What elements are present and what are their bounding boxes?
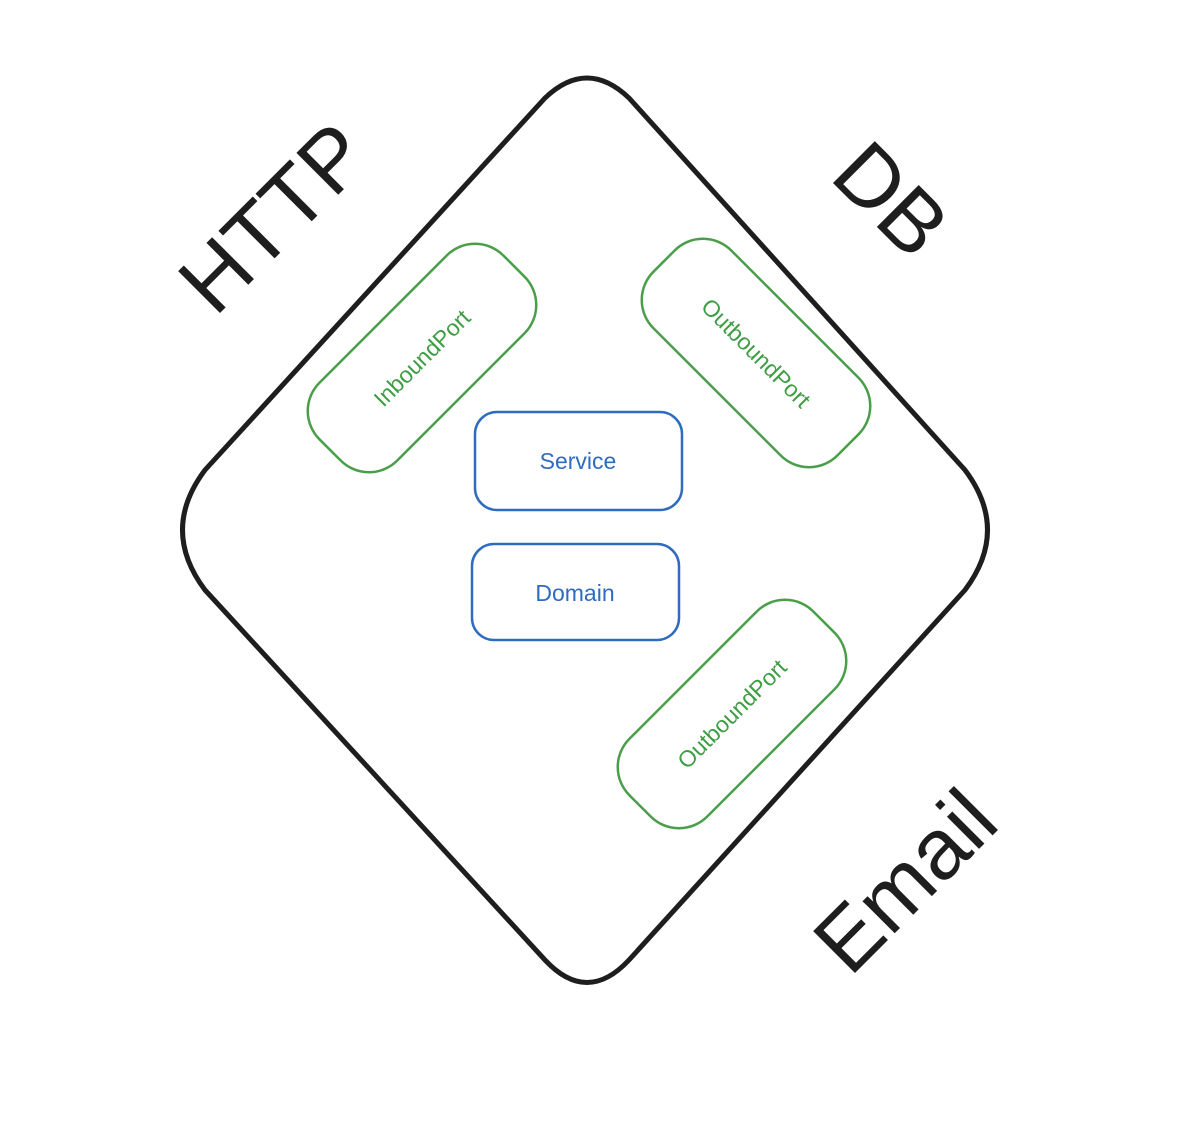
outbound-port-db-box	[640, 237, 872, 469]
outbound-port-email: OutboundPort	[616, 598, 848, 830]
application-boundary	[180, 75, 990, 985]
adapter-label-db: DB	[815, 124, 967, 276]
service-box: Service	[473, 410, 684, 512]
inbound-port-box	[306, 242, 538, 474]
service-box-outline	[473, 410, 684, 512]
service-label: Service	[540, 448, 617, 474]
adapter-label-http: HTTP	[161, 105, 388, 332]
domain-box: Domain	[470, 542, 681, 642]
outbound-port-db-label: OutboundPort	[696, 293, 816, 413]
adapter-label-email: Email	[796, 771, 1016, 991]
domain-box-outline	[470, 542, 681, 642]
outbound-port-email-box	[616, 598, 848, 830]
outbound-port-email-label: OutboundPort	[672, 654, 792, 774]
outbound-port-db: OutboundPort	[640, 237, 872, 469]
inbound-port: InboundPort	[306, 242, 538, 474]
domain-label: Domain	[535, 580, 614, 606]
inbound-port-label: InboundPort	[368, 304, 475, 411]
